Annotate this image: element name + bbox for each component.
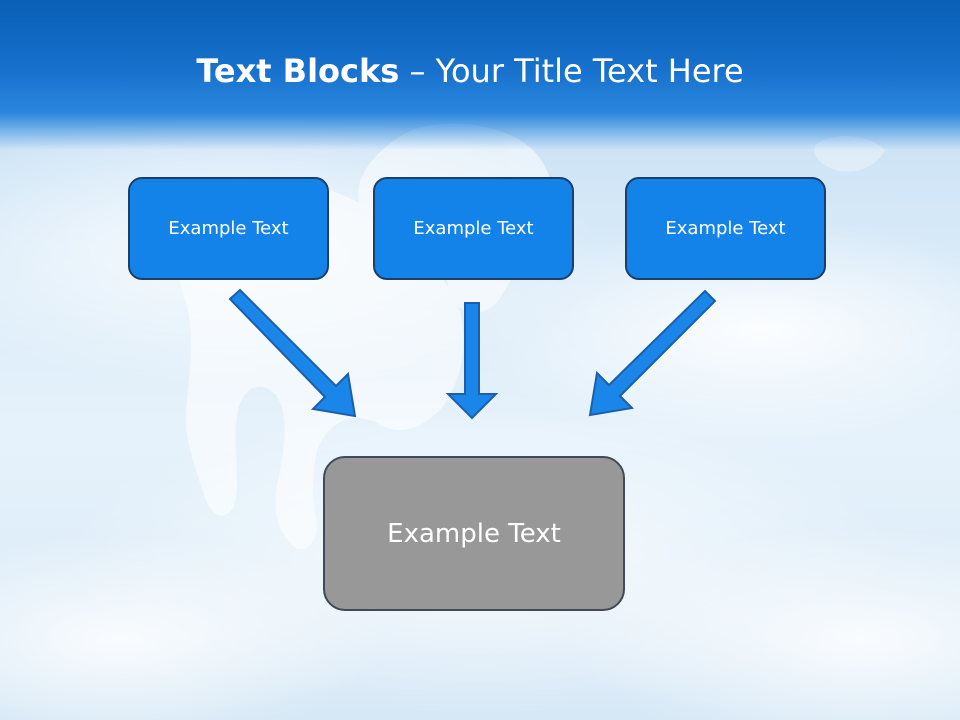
text-block-3[interactable]: Example Text <box>625 177 826 280</box>
text-block-3-label: Example Text <box>665 218 786 239</box>
title-regular: Your Title Text Here <box>435 52 744 90</box>
text-block-1[interactable]: Example Text <box>128 177 329 280</box>
result-block[interactable]: Example Text <box>323 456 625 611</box>
result-block-label: Example Text <box>387 518 561 549</box>
title-bold: Text Blocks <box>196 52 400 90</box>
text-block-2[interactable]: Example Text <box>373 177 574 280</box>
text-block-2-label: Example Text <box>413 218 534 239</box>
header-band <box>0 0 960 150</box>
title-separator: – <box>399 52 436 90</box>
text-block-1-label: Example Text <box>168 218 289 239</box>
slide-title: Text Blocks – Your Title Text Here <box>0 52 940 90</box>
